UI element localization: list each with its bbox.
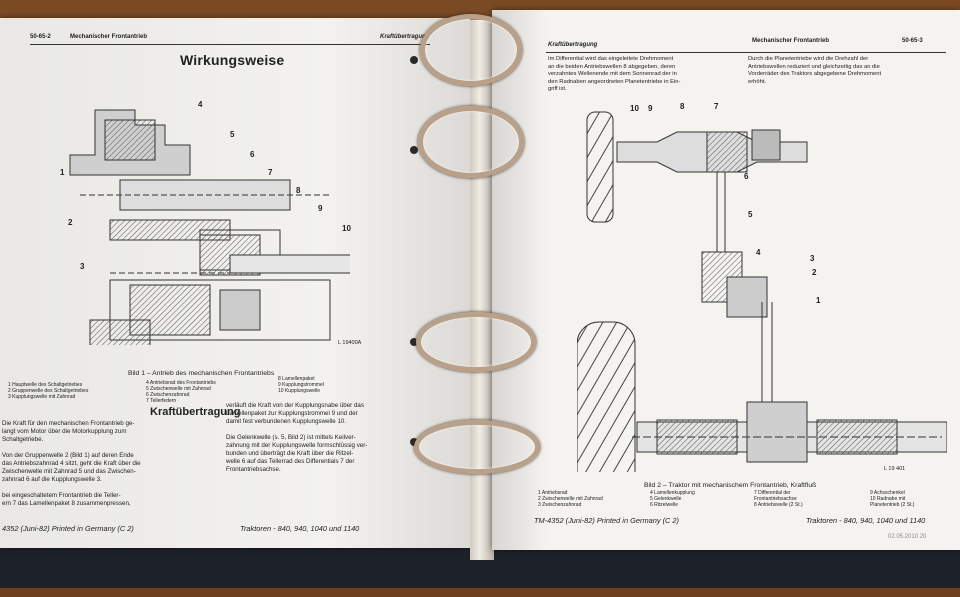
right-header-chapter: Kraftübertragung [548,42,598,48]
right-header-section: Mechanischer Frontantrieb [752,38,830,44]
figure-2-legend-col3: 7 Differential der Frontantriebsachse 8 … [754,490,803,508]
date-stamp: 02.05.2010 20 [888,534,927,540]
left-header-section: Mechanischer Frontantrieb [70,34,148,40]
figure-2-legend-col4: 9 Achsschenkel 10 Radnabe mit Planetentr… [870,490,915,508]
punch-hole [410,146,418,154]
figure-1-legend-col3: 8 Lamellenpaket 9 Kupplungstrommel 10 Ku… [278,376,324,394]
page-stack-spine [470,20,494,560]
left-header-chapter: Kraftübertragung [380,34,430,40]
figure-2-legend-col2: 4 Lamellenkupplung 5 Gelenkwelle 6 Ritze… [650,490,695,508]
left-page: 50-65-2 Mechanischer Frontantrieb Kraftü… [0,18,470,548]
fig2-callout-6: 6 [744,172,749,181]
figure-1-code: L 19400A [338,340,362,346]
figure-2-drawing [577,111,947,472]
callout-9: 9 [318,204,323,213]
left-header-number: 50-65-2 [30,34,51,40]
left-text-col1: Die Kraft für den mechanischen Frontantr… [2,420,141,507]
right-text-left: Im Differential wird das eingeleitete Dr… [548,56,681,92]
callout-2: 2 [68,218,73,227]
fig2-callout-5: 5 [748,210,753,219]
figure-1-legend-col1: 1 Hauptwelle des Schaltgetriebes 2 Grupp… [8,382,89,400]
callout-7: 7 [268,168,273,177]
callout-6: 6 [250,150,255,159]
left-footer: 4352 (Juni-82) Printed in Germany (C 2) [2,524,134,533]
fig2-callout-10: 10 [630,104,639,113]
callout-5: 5 [230,130,235,139]
binder-ring-3 [416,312,536,372]
callout-4: 4 [198,100,203,109]
left-text-col2: verläuft die Kraft von der Kupplungsnabe… [226,402,368,473]
punch-hole [410,56,418,64]
right-text-right: Durch die Planetentriebe wird die Drehza… [748,56,882,85]
figure-1-legend-col2: 4 Antriebsrad des Frontantriebs 5 Zwisch… [146,380,216,404]
figure-1-drawing [69,109,350,345]
figure-2-legend-col1: 1 Antriebsrad 2 Zwischenwelle mit Zahnra… [538,490,603,508]
binder-ring-2 [418,106,524,178]
right-footer-right: Traktoren - 840, 940, 1040 und 1140 [806,516,926,525]
right-header-rule [546,52,946,53]
binder-ring-4 [414,420,540,474]
figure-1-caption: Bild 1 – Antrieb des mechanischen Fronta… [128,370,275,377]
fig2-callout-4: 4 [756,248,761,257]
punch-hole [410,338,418,346]
left-header-rule [30,44,430,45]
binder-ring-1 [420,14,522,86]
fig2-callout-3: 3 [810,254,815,263]
callout-3: 3 [80,262,85,271]
left-subtitle: Kraftübertragung [150,406,241,418]
right-page: Kraftübertragung Mechanischer Frontantri… [492,10,960,550]
figure-2-caption: Bild 2 – Traktor mit mechanischem Fronta… [644,482,817,489]
left-title: Wirkungsweise [180,52,285,68]
callout-10: 10 [342,224,351,233]
fig2-callout-7: 7 [714,102,719,111]
callout-8: 8 [296,186,301,195]
left-footer-right: Traktoren - 840, 940, 1040 und 1140 [240,524,360,533]
right-header-number: 50-65-3 [902,38,923,44]
callout-1: 1 [60,168,65,177]
fig2-callout-1: 1 [816,296,821,305]
fig2-callout-9: 9 [648,104,653,113]
right-footer: TM-4352 (Juni-82) Printed in Germany (C … [534,516,679,525]
fig2-callout-8: 8 [680,102,685,111]
figure-2-code: L 19 401 [884,466,906,472]
fig2-callout-2: 2 [812,268,817,277]
